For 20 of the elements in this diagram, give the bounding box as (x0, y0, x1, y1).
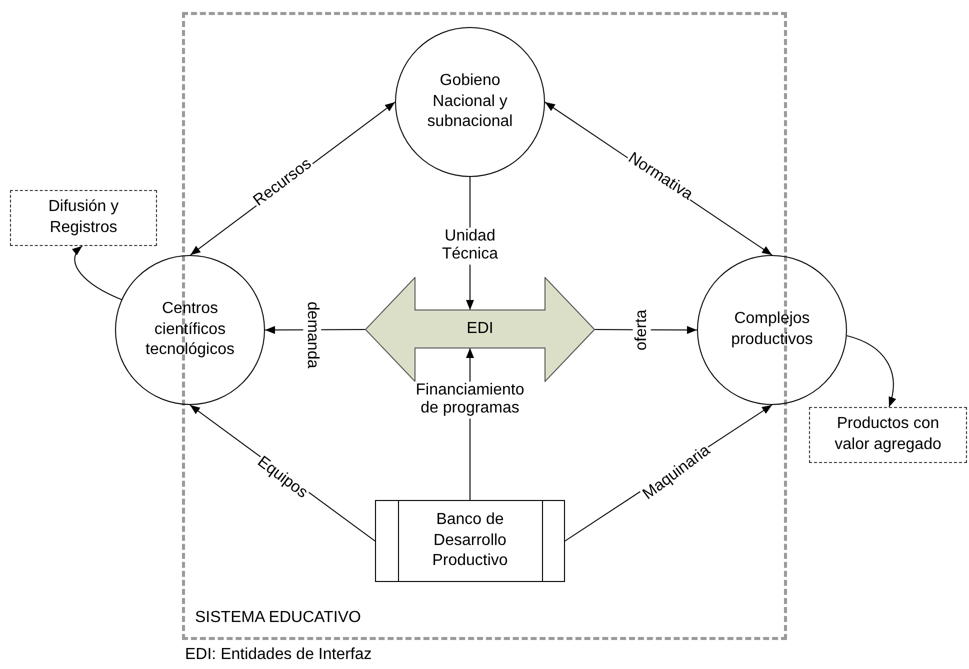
process-box (375, 500, 565, 582)
footnote: EDI: Entidades de Interfaz (185, 646, 372, 664)
output-box (10, 190, 157, 246)
arrow (72, 246, 122, 300)
node-label: Banco de Desarrollo Productivo (431, 510, 509, 572)
actor-circle (395, 27, 545, 177)
actor-circle (697, 255, 847, 405)
node-label: Complejos productivos (730, 309, 814, 350)
node-label: EDI (466, 319, 494, 340)
boundary-label: SISTEMA EDUCATIVO (195, 608, 361, 628)
node-label: Centros científicos tecnológicos (144, 298, 236, 360)
edge-label: demanda (302, 300, 322, 370)
node-label: Difusión y Registros (47, 197, 120, 238)
node-label: Gobieno Nacional y subnacional (426, 70, 514, 132)
double-arrow-shape (365, 277, 595, 382)
edge-label: oferta (632, 308, 652, 352)
node-label: Productos con valor agregado (834, 414, 942, 455)
arrow (846, 335, 896, 408)
actor-circle (115, 255, 265, 405)
output-box (809, 407, 967, 463)
